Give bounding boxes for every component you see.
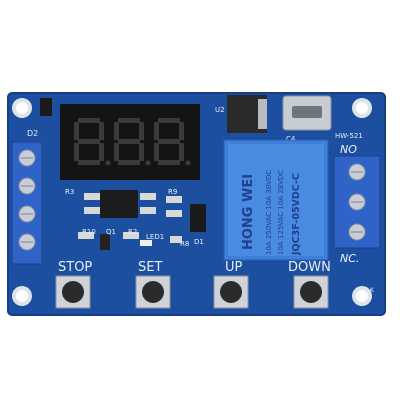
down-button[interactable] (293, 275, 329, 309)
up-button[interactable] (213, 275, 249, 309)
label-r10: R10 (82, 228, 96, 236)
button-label-up: UP (225, 260, 243, 275)
button-label-set: SET (138, 260, 162, 275)
label-u2: U2 (215, 106, 225, 114)
right-terminal-block (333, 155, 381, 249)
label-c4: C4 (286, 135, 296, 143)
label-r2: R2 (128, 228, 137, 236)
button-label-down: DOWN (288, 260, 331, 275)
relay-brand: HONG WEI (241, 174, 256, 250)
set-button[interactable] (135, 275, 171, 309)
label-r8: R8 (180, 240, 189, 248)
label-q1: Q1 (106, 228, 116, 236)
label-d2: D2 (27, 129, 38, 138)
board-model-label: HW-521 (335, 132, 363, 140)
label-d1: D1 (194, 238, 204, 246)
left-terminal-block (11, 141, 43, 265)
mounting-holes (12, 98, 372, 306)
relay-rating-2: 10A 125VAC 10A 28VDC (277, 170, 285, 255)
label-k: K (370, 287, 375, 294)
terminal-nc-label: NC. (340, 252, 359, 265)
button-label-stop: STOP (58, 260, 92, 275)
diode-d2 (40, 98, 52, 116)
label-led1: LED1 (146, 233, 164, 241)
relay: HONG WEI 10A 250VAC 10A 30VDC 10A 125VAC… (223, 139, 329, 261)
stop-button[interactable] (55, 275, 91, 309)
terminal-no-label: NO (340, 143, 357, 156)
label-r9: R9 (168, 188, 177, 196)
seven-segment-display (60, 104, 200, 180)
label-r3: R3 (65, 188, 74, 196)
relay-rating-1: 10A 250VAC 10A 30VDC (265, 170, 273, 255)
display-digits (74, 118, 191, 166)
smd-components (78, 190, 206, 250)
relay-part-number: JQC3F-05VDC-C (291, 173, 302, 256)
